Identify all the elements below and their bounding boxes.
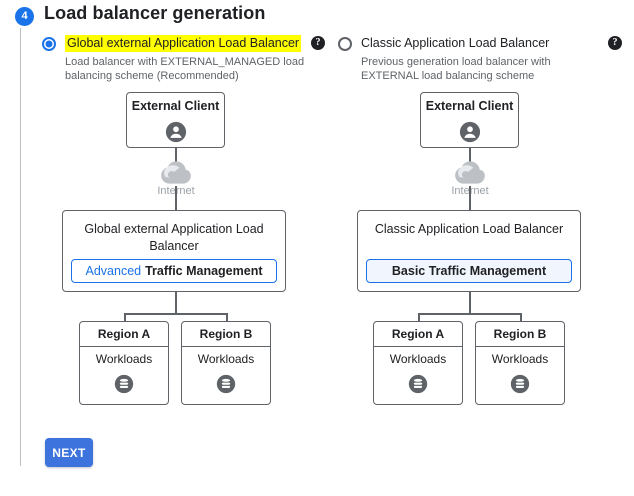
radio-row-classic-alb[interactable]: Classic Application Load Balancer ? [338,35,628,54]
traffic-management-text-left: Traffic Management [145,264,263,278]
option-classic-alb[interactable]: Classic Application Load Balancer ? Prev… [338,35,628,82]
region-name-a-right: Region A [374,322,462,347]
database-icon [216,374,236,394]
database-icon [114,374,134,394]
traffic-management-accent-left: Advanced [85,264,142,278]
option-label-global-external-alb[interactable]: Global external Application Load Balance… [65,35,302,52]
help-icon-classic-alb[interactable]: ? [608,36,622,50]
connector-client-to-cloud-left [175,148,177,166]
connector-bus-right [418,313,521,315]
person-icon [459,121,480,143]
radio-classic-alb[interactable] [338,37,352,51]
traffic-management-chip-right: Basic Traffic Management [366,259,572,283]
option-label-classic-alb[interactable]: Classic Application Load Balancer [361,36,550,50]
cloud-icon [455,161,485,184]
cloud-icon [161,161,191,184]
database-icon [510,374,530,394]
load-balancer-title-right: Classic Application Load Balancer [374,222,564,236]
step-number-badge: 4 [15,7,34,26]
option-description-classic-alb: Previous generation load balancer with E… [361,56,551,82]
connector-client-to-cloud-right [469,148,471,166]
connector-bus-to-region-a-left [124,313,126,322]
region-name-b-left: Region B [182,322,270,347]
page-title: Load balancer generation [44,3,266,23]
connector-lb-to-bus-left [175,292,177,314]
option-global-external-alb[interactable]: Global external Application Load Balance… [42,35,325,82]
radio-global-external-alb[interactable] [42,37,56,51]
person-icon [165,121,186,143]
region-box-b-left: Region B Workloads [181,321,271,405]
external-client-box-right: External Client [420,92,519,148]
traffic-management-text-right: Basic Traffic Management [391,264,547,278]
option-description-global-external-alb: Load balancer with EXTERNAL_MANAGED load… [65,56,305,82]
region-box-b-right: Region B Workloads [475,321,565,405]
load-balancer-box-left: Global external Application Load Balance… [62,210,286,292]
help-icon-global-external-alb[interactable]: ? [311,36,325,50]
connector-cloud-to-lb-right [469,186,471,212]
load-balancer-title-left: Global external Application Load Balance… [84,222,264,253]
next-button[interactable]: NEXT [45,438,93,467]
radio-row-global-external-alb[interactable]: Global external Application Load Balance… [42,35,325,54]
connector-bus-left [124,313,227,315]
connector-cloud-to-lb-left [175,186,177,212]
region-workloads-a-right: Workloads [389,352,447,366]
connector-bus-to-region-b-left [226,313,228,322]
external-client-label-right: External Client [425,99,514,113]
region-workloads-b-left: Workloads [197,352,255,366]
region-box-a-right: Region A Workloads [373,321,463,405]
connector-bus-to-region-b-right [520,313,522,322]
connector-bus-to-region-a-right [418,313,420,322]
region-workloads-b-right: Workloads [491,352,549,366]
region-workloads-a-left: Workloads [95,352,153,366]
load-balancer-box-right: Classic Application Load Balancer Basic … [357,210,581,292]
step-rail-divider [20,28,21,466]
external-client-box-left: External Client [126,92,225,148]
region-box-a-left: Region A Workloads [79,321,169,405]
region-name-b-right: Region B [476,322,564,347]
region-name-a-left: Region A [80,322,168,347]
database-icon [408,374,428,394]
external-client-label-left: External Client [131,99,220,113]
connector-lb-to-bus-right [469,292,471,314]
